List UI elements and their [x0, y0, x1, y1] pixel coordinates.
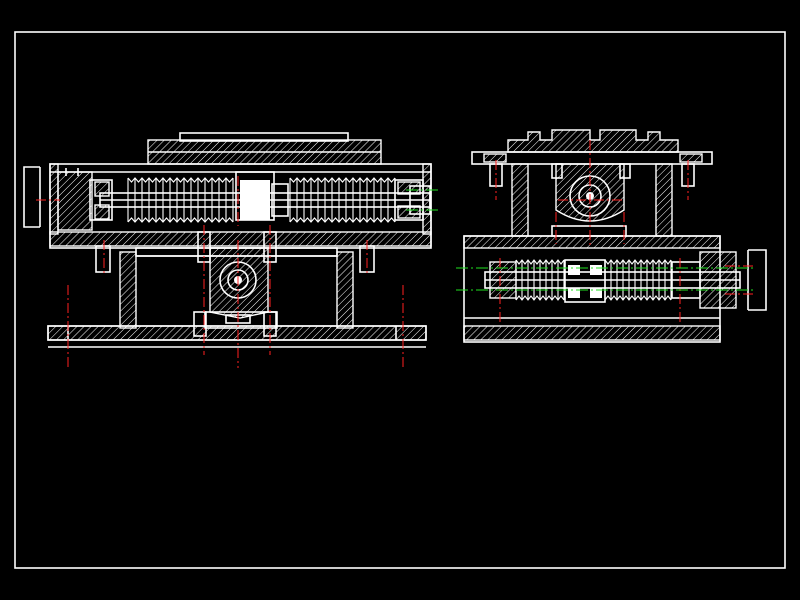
lower-bearing-block [204, 247, 278, 329]
nut-housing [551, 163, 627, 237]
t-slot-table [471, 129, 713, 165]
centerlines-front [36, 176, 438, 370]
drive-end-assembly [57, 168, 113, 231]
bellows-cover-right [289, 177, 396, 223]
side-plates [511, 163, 673, 237]
bellows-fold-edge [127, 217, 234, 223]
screw-nut [235, 171, 289, 221]
side-end-bearing [489, 249, 767, 311]
base-frame [47, 247, 427, 348]
side-screw-nut [564, 259, 606, 303]
centerlines-side [456, 140, 756, 322]
drawing-border [14, 31, 786, 569]
lower-carriage [463, 235, 721, 343]
bellows-fold-edge [289, 177, 396, 183]
bellows-cover-left [127, 177, 234, 223]
bellows-fold-edge [127, 177, 234, 183]
bellows-fold-edge [604, 259, 672, 265]
bellows-fold-edge [604, 295, 672, 301]
side-section-view [456, 129, 767, 343]
bellows-fold-edge [289, 217, 396, 223]
right-bearing [394, 179, 431, 221]
top-table [147, 132, 382, 165]
front-section-view [23, 132, 438, 370]
end-bracket [23, 166, 41, 228]
